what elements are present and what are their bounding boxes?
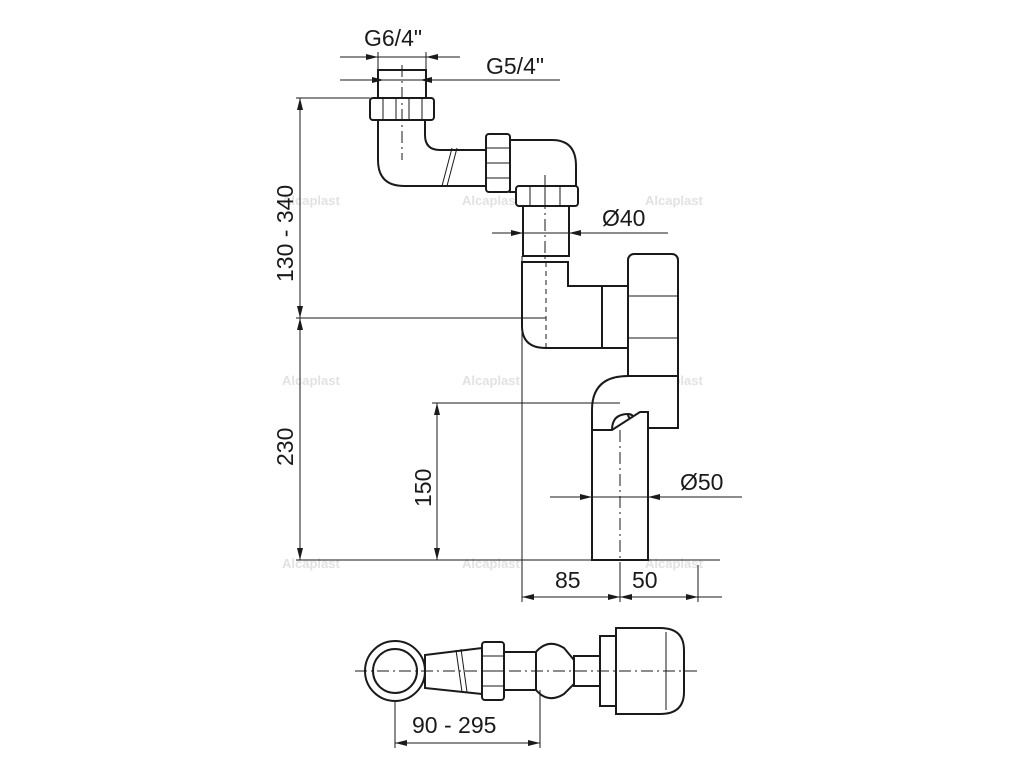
watermark-1: Alcaplast [282,193,340,208]
downpipe-40 [522,205,570,257]
dim-50-arrow-r [686,594,698,600]
watermark-3: Alcaplast [645,193,703,208]
lower-nut [515,185,579,207]
top-view [355,627,700,715]
flange-connector [601,285,629,349]
dim-reach-arrow-l [395,740,407,746]
dim-h3-label: 150 [410,469,436,507]
dim-d40-label: Ø40 [602,205,645,231]
dim-g54-label: G5/4" [486,53,544,79]
dim-85-arrow-r [608,594,620,600]
dimensions: G6/4" G5/4" 130 - 340 230 150 Ø40 [272,25,742,602]
dim-h3-arrow-t [434,403,440,415]
dim-g54-arrow-l [372,77,384,83]
tube-cut-line-1 [441,147,453,187]
dim-d50-arrow-l [580,494,592,500]
dim-reach-label: 90 - 295 [412,712,496,738]
dim-h3-arrow-b [434,548,440,560]
dim-h2-arrow-b [297,548,303,560]
dim-g54-arrow-r [420,77,432,83]
dim-d50-label: Ø50 [680,469,723,495]
siphon-upper-body [521,261,603,349]
top-tube-cut-2 [460,648,468,693]
dim-g64-arrow-r [426,54,438,60]
dim-85-arrow-l [522,594,534,600]
dimension-reach: 90 - 295 [394,690,541,748]
dim-g64-label: G6/4" [364,25,422,51]
dim-reach-arrow-r [528,740,540,746]
dim-50-arrow-l [620,594,632,600]
watermark-5: Alcaplast [462,373,520,388]
dim-d40-arrow-r [569,230,581,236]
watermark-7: Alcaplast [282,556,340,571]
tube-cut-line-2 [446,147,458,187]
watermark-4: Alcaplast [282,373,340,388]
right-elbow [509,139,577,193]
dim-g64-arrow-l [366,54,378,60]
dim-h1-label: 130 - 340 [272,185,298,282]
dim-h2-label: 230 [272,428,298,466]
dim-h2-arrow-t [297,318,303,330]
side-view [369,65,679,565]
dim-d40-arrow-l [511,230,523,236]
watermark-2: Alcaplast [462,193,520,208]
watermark-8: Alcaplast [462,556,520,571]
dim-h1-arrow-b [297,306,303,318]
dim-85-label: 85 [555,567,581,593]
dim-d50-arrow-r [648,494,660,500]
dim-50-label: 50 [632,567,658,593]
inlet-elbow-tube [377,119,489,187]
dim-h1-arrow-t [297,98,303,110]
